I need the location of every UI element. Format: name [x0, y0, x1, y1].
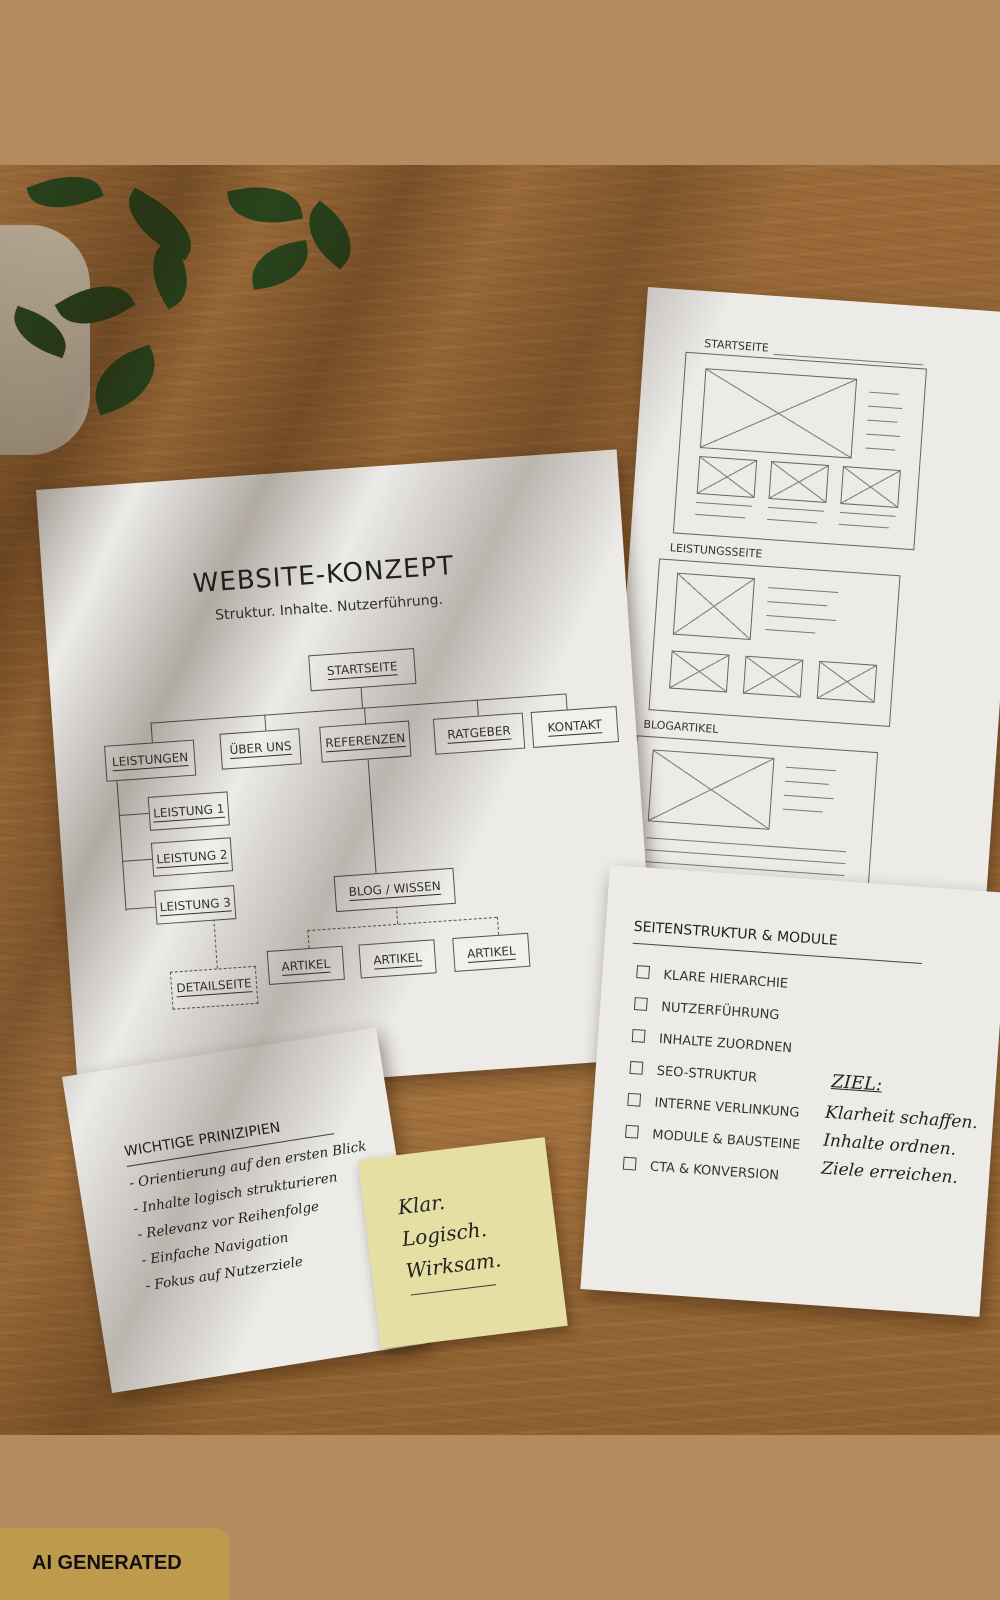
node-leistungen: LEISTUNGEN — [104, 739, 197, 782]
page-subtitle: Struktur. Inhalte. Nutzerführung. — [214, 591, 444, 624]
wireframe-label-leistungsseite: LEISTUNGSSEITE — [669, 541, 763, 561]
wireframe-label-startseite: STARTSEITE — [703, 337, 770, 355]
desk-photo: STARTSEITE LEISTUNGSSEITE BLOGARTIKEL — [0, 165, 1000, 1435]
node-leistung-3: LEISTUNG 3 — [154, 885, 237, 925]
node-artikel-1: ARTIKEL — [266, 945, 345, 985]
module-item: SEO-STRUKTUR — [629, 1060, 758, 1086]
module-item: KLARE HIERARCHIE — [636, 965, 789, 992]
module-item: INHALTE ZUORDNEN — [631, 1028, 793, 1056]
modules-card: SEITENSTRUKTUR & MODULE KLARE HIERARCHIE… — [580, 865, 1000, 1317]
node-artikel-2: ARTIKEL — [358, 939, 437, 979]
node-detailseite: DETAILSEITE — [169, 965, 259, 1010]
ai-generated-label: AI GENERATED — [32, 1552, 182, 1574]
wireframe-label-blogartikel: BLOGARTIKEL — [643, 717, 719, 736]
node-referenzen: REFERENZEN — [319, 720, 412, 763]
module-item: NUTZERFÜHRUNG — [633, 997, 780, 1023]
node-blog-wissen: BLOG / WISSEN — [333, 867, 456, 913]
sticky-line: Klar. — [396, 1189, 447, 1220]
sticky-line: Logisch. — [400, 1216, 489, 1252]
concept-sheet: WEBSITE-KONZEPT Struktur. Inhalte. Nutze… — [36, 449, 660, 1099]
wireframe-startseite — [672, 351, 927, 551]
ai-generated-badge: AI GENERATED — [0, 1528, 230, 1600]
goal-line: Ziele erreichen. — [820, 1158, 959, 1189]
node-ueber-uns: ÜBER UNS — [219, 728, 302, 770]
plant-leaves — [0, 165, 380, 465]
goal-line: Klarheit schaffen. — [824, 1102, 979, 1134]
sticky-line: Wirksam. — [404, 1247, 503, 1283]
goal-label: ZIEL: — [830, 1070, 883, 1096]
module-item: MODULE & BAUSTEINE — [625, 1124, 801, 1153]
goal-line: Inhalte ordnen. — [822, 1130, 957, 1160]
node-leistung-1: LEISTUNG 1 — [147, 791, 230, 831]
module-item: INTERNE VERLINKUNG — [627, 1092, 800, 1121]
page-title: WEBSITE-KONZEPT — [191, 551, 456, 600]
node-ratgeber: RATGEBER — [432, 712, 526, 755]
node-leistung-2: LEISTUNG 2 — [150, 837, 234, 877]
node-startseite: STARTSEITE — [308, 648, 417, 692]
wireframe-sheet: STARTSEITE LEISTUNGSSEITE BLOGARTIKEL — [603, 287, 1000, 952]
wireframe-leistungsseite — [648, 558, 901, 727]
module-item: CTA & KONVERSION — [622, 1156, 780, 1184]
sticky-note: Klar. Logisch. Wirksam. — [358, 1137, 568, 1349]
node-artikel-3: ARTIKEL — [452, 932, 531, 972]
node-kontakt: KONTAKT — [530, 706, 619, 748]
